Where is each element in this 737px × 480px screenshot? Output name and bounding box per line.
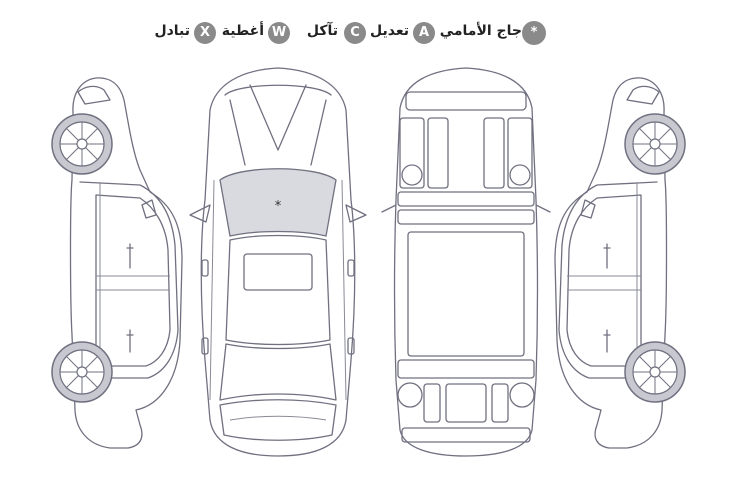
car-right-side-view (554, 77, 686, 449)
damage-legend: * جاج الأمامي A تعديل C تآكل W أغطية X ت… (0, 20, 737, 46)
car-underside-view (381, 67, 551, 457)
legend-badge-c: C (344, 22, 366, 44)
legend-item-exchange: X تبادل (150, 20, 220, 46)
legend-item-corrosion: C تآكل (300, 20, 370, 46)
legend-badge-a: A (413, 22, 435, 44)
windshield-marker: * (275, 199, 282, 214)
legend-item-windshield: * جاج الأمامي (430, 20, 550, 46)
legend-label-adjustment: تعديل (370, 23, 409, 39)
legend-badge-x: X (194, 22, 216, 44)
legend-badge-w: W (268, 22, 290, 44)
legend-badge-star: * (522, 21, 546, 45)
legend-label-corrosion: تآكل (306, 23, 338, 39)
legend-label-exchange: تبادل (154, 23, 190, 39)
car-top-view: * (189, 67, 367, 457)
car-left-side-view (51, 77, 183, 449)
legend-label-covers: أغطية (221, 23, 264, 39)
legend-label-windshield: جاج الأمامي (439, 23, 522, 39)
legend-item-covers: W أغطية (222, 20, 294, 46)
legend-item-adjustment: A تعديل (370, 20, 440, 46)
windshield-panel[interactable] (219, 168, 337, 237)
